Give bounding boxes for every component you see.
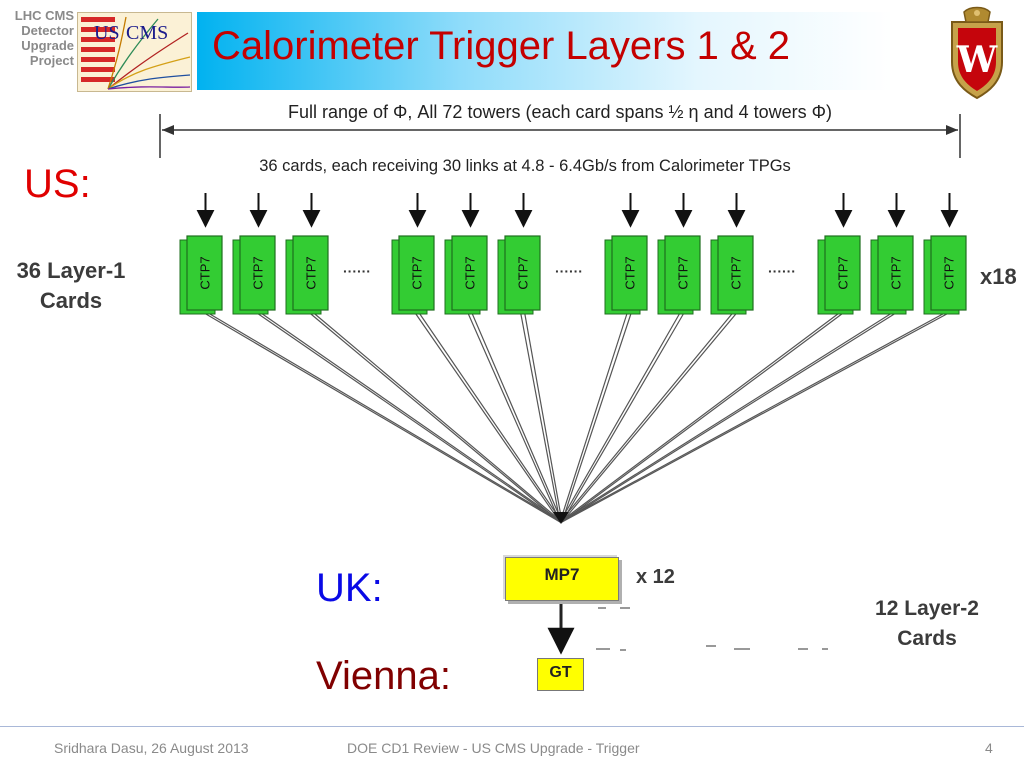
phi-range-label: Full range of Φ, All 72 towers (each car… xyxy=(288,102,832,122)
ctp7-card-label: CTP7 xyxy=(729,256,744,289)
link-line xyxy=(466,311,561,523)
link-line xyxy=(559,311,734,523)
org-line: Project xyxy=(29,53,74,68)
ctp7-card-label: CTP7 xyxy=(410,256,425,289)
layer2-multiplier: x 12 xyxy=(636,566,675,588)
mp7-card xyxy=(505,557,619,601)
layer2-label-line: 12 Layer-2 xyxy=(875,597,979,620)
link-line xyxy=(414,311,561,523)
ctp7-card xyxy=(398,235,435,311)
tpg-input-arrows xyxy=(196,193,959,228)
us-cms-logo: US CMS xyxy=(77,12,192,92)
logo-cms-text: CMS xyxy=(126,22,168,44)
global-trigger-card xyxy=(537,658,584,691)
layer1-multiplier: x18 xyxy=(980,264,1017,289)
link-line xyxy=(559,311,841,523)
link-line xyxy=(559,311,629,523)
ctp7-card-label: CTP7 xyxy=(676,256,691,289)
org-label: LHC CMS Detector Upgrade Project xyxy=(0,8,74,68)
link-line xyxy=(559,311,894,523)
layer1-label-line: Cards xyxy=(39,288,103,313)
ctp7-card xyxy=(664,235,701,311)
link-line xyxy=(561,311,633,523)
ctp7-card xyxy=(930,235,967,311)
us-cms-logo-graphic: US CMS xyxy=(78,13,191,91)
ctp7-card-label: CTP7 xyxy=(198,256,213,289)
layer1-to-layer2-links xyxy=(202,311,951,524)
link-line xyxy=(561,311,738,523)
org-line: Upgrade xyxy=(21,38,74,53)
link-line xyxy=(561,311,951,523)
global-trigger-label: GT xyxy=(549,664,572,681)
link-line xyxy=(561,311,686,523)
ctp7-card-label: CTP7 xyxy=(463,256,478,289)
phi-range-bracket xyxy=(159,114,961,158)
link-line xyxy=(308,311,561,523)
link-line xyxy=(470,311,563,523)
ctp7-card-label: CTP7 xyxy=(836,256,851,289)
link-line xyxy=(418,311,563,523)
layer2-label-line: Cards xyxy=(897,627,957,650)
footer-author-date: Sridhara Dasu, 26 August 2013 xyxy=(54,740,249,756)
links-label: 36 cards, each receiving 30 links at 4.8… xyxy=(259,157,791,175)
title-bar xyxy=(197,12,893,90)
ctp7-card-label: CTP7 xyxy=(516,256,531,289)
university-crest: W xyxy=(944,4,1010,100)
layer1-card-row: CTP7 CTP7 CTP7 ······ CTP7 CTP7 CTP7 ······ CTP7… xyxy=(179,235,967,315)
ctp7-card-label: CTP7 xyxy=(942,256,957,289)
mp7-card-label: MP7 xyxy=(544,565,580,584)
region-label-vienna: Vienna: xyxy=(316,654,451,698)
ellipsis-dots: ······ xyxy=(768,263,796,279)
link-line xyxy=(561,311,898,523)
link-line xyxy=(202,311,561,523)
link-line xyxy=(312,311,563,523)
ctp7-card-label: CTP7 xyxy=(889,256,904,289)
ctp7-card xyxy=(611,235,648,311)
ctp7-card xyxy=(186,235,223,311)
mp7-shadow-marks xyxy=(596,607,828,651)
ctp7-card xyxy=(877,235,914,311)
ctp7-card-label: CTP7 xyxy=(623,256,638,289)
footer-event: DOE CD1 Review - US CMS Upgrade - Trigge… xyxy=(347,740,640,756)
ctp7-card xyxy=(292,235,329,311)
link-line xyxy=(206,311,563,523)
link-line xyxy=(255,311,561,523)
page-number: 4 xyxy=(985,740,993,756)
link-line xyxy=(523,311,563,523)
link-arrowhead xyxy=(553,512,569,524)
region-label-uk: UK: xyxy=(316,566,383,610)
ellipsis-dots: ······ xyxy=(343,263,371,279)
crest-letter: W xyxy=(956,39,998,81)
ctp7-card xyxy=(717,235,754,311)
layer2-count-label: 12 Layer-2 Cards xyxy=(856,594,998,654)
ellipsis-dots: ······ xyxy=(555,263,583,279)
ctp7-card xyxy=(504,235,541,311)
link-line xyxy=(559,311,947,523)
logo-us-text: US xyxy=(94,22,120,44)
org-line: Detector xyxy=(21,23,74,38)
ctp7-card xyxy=(824,235,861,311)
page-title: Calorimeter Trigger Layers 1 & 2 xyxy=(212,24,791,68)
ctp7-card-label: CTP7 xyxy=(251,256,266,289)
layer1-label-line: 36 Layer-1 xyxy=(16,258,126,283)
org-line: LHC CMS xyxy=(14,8,74,23)
link-line xyxy=(559,311,682,523)
ctp7-card xyxy=(239,235,276,311)
link-line xyxy=(561,311,845,523)
crest-icon: W xyxy=(951,6,1003,100)
layer1-count-label: 36 Layer-1 Cards xyxy=(0,256,142,316)
footer-divider xyxy=(0,726,1024,727)
link-line xyxy=(519,311,561,523)
link-line xyxy=(259,311,563,523)
ctp7-card-label: CTP7 xyxy=(304,256,319,289)
ctp7-card xyxy=(451,235,488,311)
region-label-us: US: xyxy=(24,162,91,206)
